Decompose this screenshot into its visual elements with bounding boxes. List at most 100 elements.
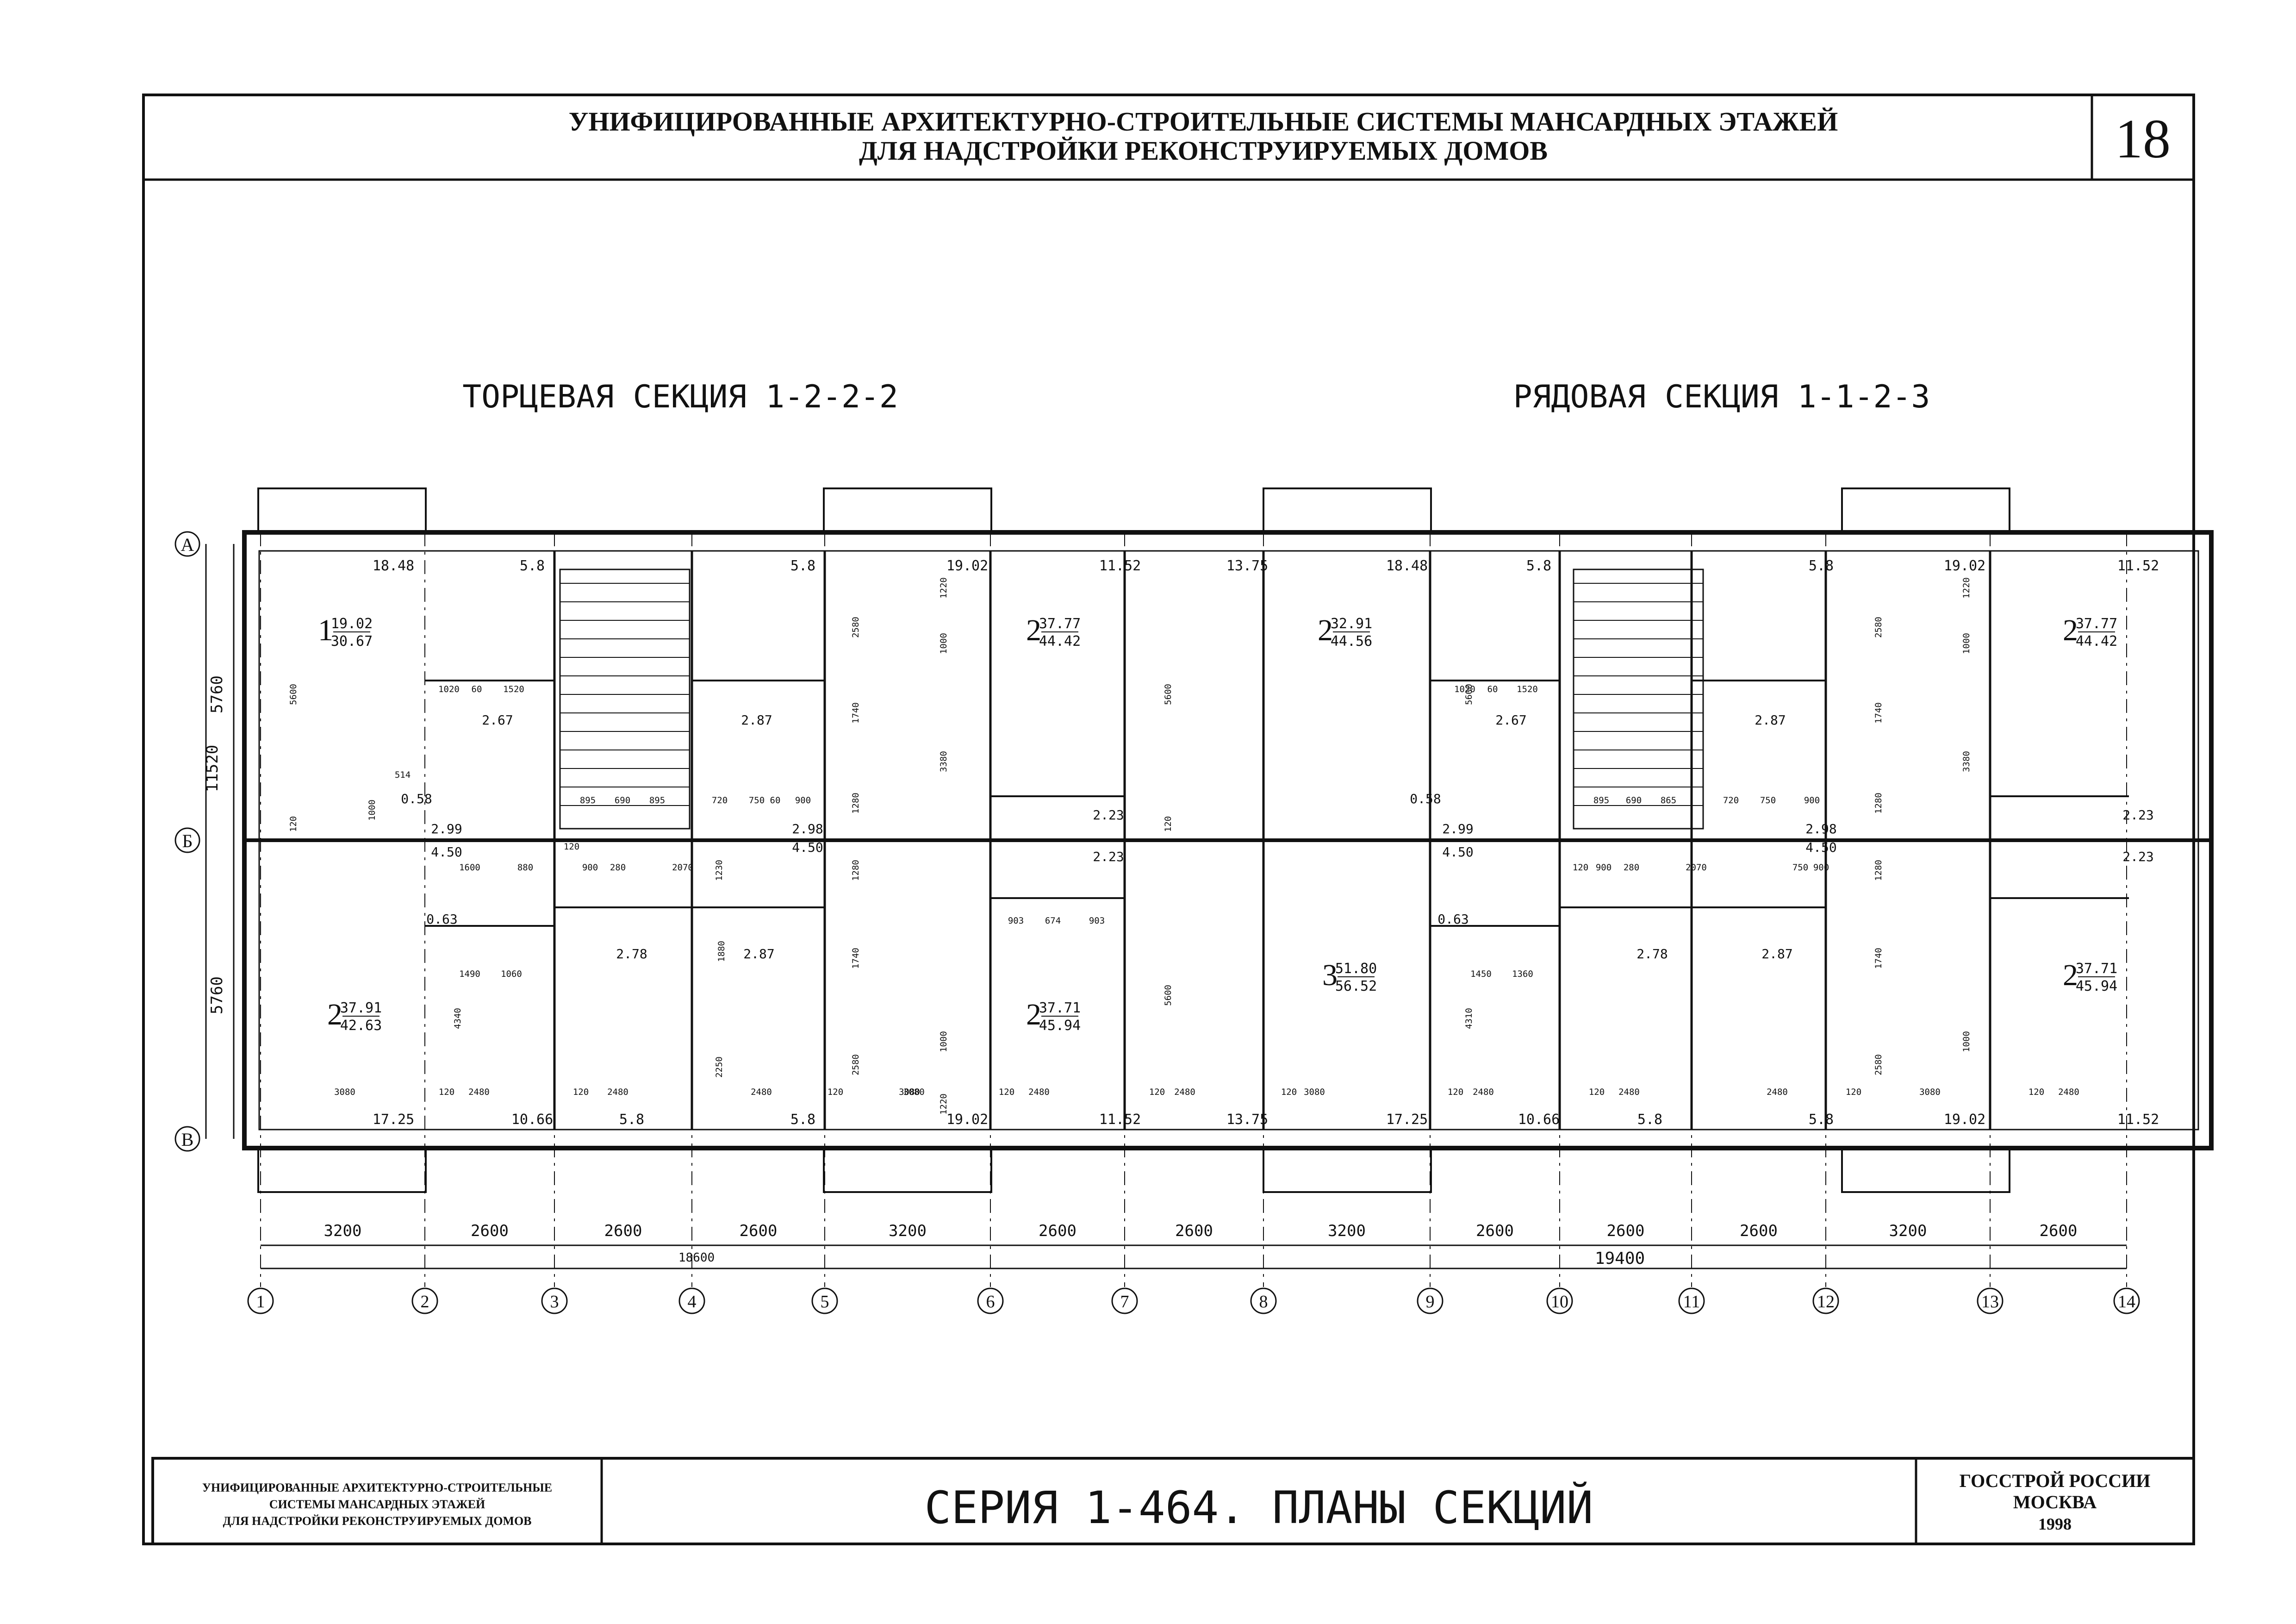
- room-area: 5.8: [790, 1112, 815, 1128]
- inner-dimension: 1000: [1961, 633, 1972, 654]
- inner-dimension: 1280: [851, 793, 861, 814]
- room-area: 0.63: [426, 912, 457, 927]
- room-area: 2.87: [741, 712, 772, 728]
- inner-dimension: 2070: [672, 862, 693, 873]
- inner-dimension: 120: [1448, 1087, 1463, 1097]
- inner-dimension: 120: [999, 1087, 1014, 1097]
- room-area: 0.63: [1437, 912, 1468, 927]
- room-area: 2.87: [743, 946, 774, 962]
- inner-dimension: 120: [573, 1087, 589, 1097]
- inner-dimension: 1020: [438, 684, 460, 694]
- header-title-line1: УНИФИЦИРОВАННЫЕ АРХИТЕКТУРНО-СТРОИТЕЛЬНЫ…: [569, 106, 1838, 137]
- apartment-living-area: 37.77: [2076, 616, 2117, 632]
- title-block-left-line2: СИСТЕМЫ МАНСАРДНЫХ ЭТАЖЕЙ: [269, 1498, 485, 1511]
- inner-dimension: 2480: [1028, 1087, 1050, 1097]
- axis-marker: [678, 1287, 705, 1314]
- axis-number-label: 14: [2118, 1292, 2135, 1312]
- inner-dimension: 60: [770, 795, 781, 806]
- apartment-living-area: 37.71: [1039, 1000, 1081, 1016]
- room-area: 2.78: [616, 946, 647, 962]
- inner-dimension: 900: [1813, 862, 1829, 873]
- apartment-rooms: 2: [1026, 613, 1041, 647]
- apartment-rooms: 2: [2063, 958, 2078, 992]
- room-area: 19.02: [1944, 558, 1985, 574]
- axis-number-label: 10: [1551, 1292, 1568, 1312]
- apartment-total-area: 30.67: [331, 633, 373, 650]
- balcony: [1841, 1147, 2010, 1193]
- room-area: 2.23: [1093, 849, 1124, 864]
- span-dimension-label: 2600: [604, 1222, 642, 1240]
- balcony: [823, 487, 992, 533]
- inner-dimension: 120: [439, 1087, 454, 1097]
- room-area: 17.25: [373, 1112, 414, 1128]
- inner-dimension: 900: [582, 862, 598, 873]
- inner-dimension: 2480: [751, 1087, 772, 1097]
- room-area: 19.02: [1944, 1112, 1985, 1128]
- inner-dimension: 903: [1089, 916, 1105, 926]
- room-area: 0.58: [401, 791, 432, 806]
- axis-number-label: 5: [821, 1292, 829, 1312]
- room-area: 17.25: [1386, 1112, 1428, 1128]
- header-title-line2: ДЛЯ НАДСТРОЙКИ РЕКОНСТРУИРУЕМЫХ ДОМОВ: [859, 136, 1548, 166]
- axis-number-label: 11: [1683, 1292, 1700, 1312]
- inner-dimension: 1020: [1454, 684, 1475, 694]
- inner-dimension: 1740: [1873, 948, 1884, 969]
- room-area: 5.8: [790, 558, 815, 574]
- letter-axes: А Б В 11520 5760 5760: [174, 531, 235, 1152]
- room-area: 11.52: [2117, 558, 2159, 574]
- inner-dimension: 900: [795, 795, 811, 806]
- room-area: 2.67: [482, 712, 513, 728]
- inner-dimension: 1220: [1961, 577, 1972, 599]
- sheet-number: 18: [2115, 108, 2171, 169]
- room-area: 11.52: [2117, 1112, 2159, 1128]
- dim-vertical-total: 11520: [203, 745, 222, 792]
- axis-label-a: А: [181, 534, 194, 555]
- inner-dimension: 690: [615, 795, 630, 806]
- inner-dimension: 1740: [851, 702, 861, 724]
- inner-dimension: 2070: [1686, 862, 1707, 873]
- title-block-right-line3: 1998: [2038, 1515, 2072, 1533]
- title-block-left-line1: УНИФИЦИРОВАННЫЕ АРХИТЕКТУРНО-СТРОИТЕЛЬНЫ…: [202, 1481, 552, 1494]
- inner-dimension: 60: [1487, 684, 1498, 694]
- room-area: 2.23: [2122, 807, 2153, 823]
- span-dimension-label: 2600: [1039, 1222, 1076, 1240]
- room-area: 18.48: [1386, 558, 1428, 574]
- inner-dimension: 895: [580, 795, 596, 806]
- axis-number-label: 1: [256, 1292, 265, 1312]
- dim-vertical-top: 5760: [208, 675, 226, 713]
- axis-marker: [1417, 1287, 1444, 1314]
- inner-dimension: 120: [1149, 1087, 1165, 1097]
- inner-dimension: 2480: [1473, 1087, 1494, 1097]
- room-area: 0.58: [1410, 791, 1441, 806]
- axis-number-label: 7: [1120, 1292, 1129, 1312]
- dim-total-left: 18600: [678, 1251, 715, 1265]
- inner-dimension: 903: [1008, 916, 1024, 926]
- inner-dimension: 1740: [851, 948, 861, 969]
- inner-dimension: 5600: [1464, 684, 1474, 705]
- axis-marker: [411, 1287, 438, 1314]
- inner-dimension: 900: [1804, 795, 1820, 806]
- stair-treads: [560, 583, 1703, 806]
- room-area: 5.8: [1637, 1112, 1662, 1128]
- apartment-rooms: 2: [1026, 998, 1041, 1031]
- inner-dimension: 5600: [1163, 985, 1173, 1006]
- apartment-rooms: 2: [327, 998, 342, 1031]
- inner-dimension: 895: [649, 795, 665, 806]
- room-area: 5.8: [1526, 558, 1551, 574]
- inner-dimension: 1600: [459, 862, 480, 873]
- inner-dimension: 2480: [468, 1087, 490, 1097]
- axis-number-label: 4: [688, 1292, 697, 1312]
- inner-dimension: 1000: [367, 800, 377, 821]
- room-area: 2.78: [1636, 946, 1668, 962]
- inner-dimension: 2480: [1767, 1087, 1788, 1097]
- inner-dimension: 2480: [2058, 1087, 2079, 1097]
- inner-dimension: 1220: [939, 1093, 949, 1115]
- apartment-rooms: 2: [2063, 613, 2078, 647]
- axis-marker: [1111, 1287, 1138, 1314]
- inner-dimension: 900: [1596, 862, 1612, 873]
- span-dimension-label: 3200: [324, 1222, 362, 1240]
- room-area: 2.87: [1761, 946, 1792, 962]
- balcony: [1263, 1147, 1432, 1193]
